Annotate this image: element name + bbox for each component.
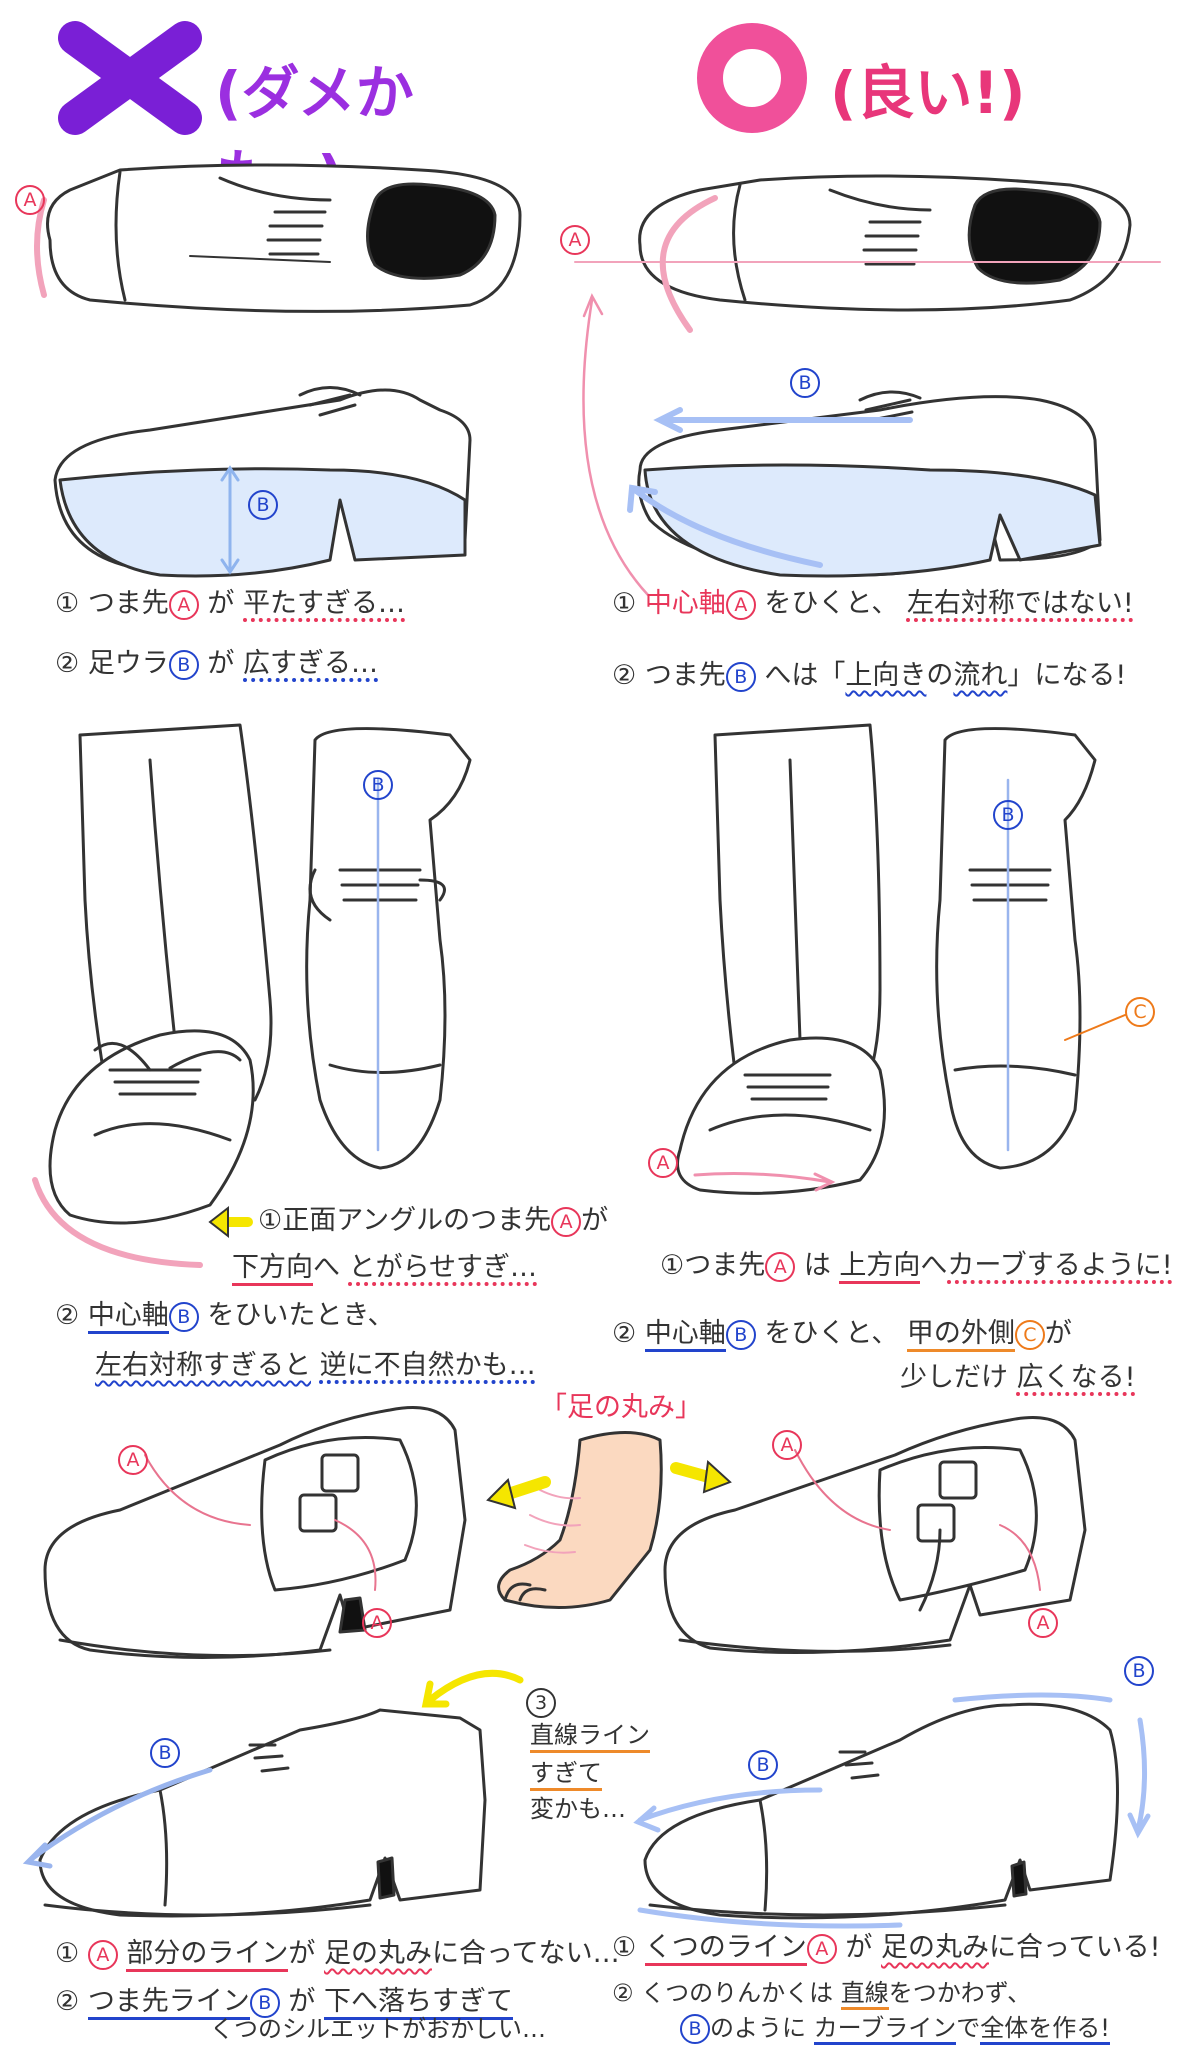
good-label-b-right: B xyxy=(1124,1656,1154,1686)
bad-shoe-sole-view xyxy=(53,386,472,578)
bad-section4-note3: くつのシルエットがおかしい… xyxy=(210,2015,546,2043)
inline-label-a: A xyxy=(551,1206,582,1237)
bad-section2-note3: 左右対称すぎると 逆に不自然かも… xyxy=(95,1350,536,1381)
good-front-view-shoe xyxy=(935,727,1097,1170)
good-label-a-front: A xyxy=(648,1148,678,1178)
bad-note3-line2: すぎて xyxy=(530,1759,602,1791)
inline-label-b: B xyxy=(168,649,199,680)
good-b-right-arrow xyxy=(1127,1717,1151,1839)
good-section4-note2: ② くつのりんかくは 直線をつかわず、 xyxy=(612,1979,1031,2010)
inline-label-a: A xyxy=(87,1939,118,1970)
good-section2-note3: 少しだけ 広くなる! xyxy=(900,1362,1136,1393)
good-front-angle-shoe xyxy=(676,723,886,1195)
good-monk-strap-shoe xyxy=(663,1416,1087,1654)
bad-note3-line1: 直線ライン xyxy=(530,1721,650,1753)
bad-oxford-side xyxy=(38,1708,487,1918)
inline-label-b: B xyxy=(680,2014,710,2044)
good-a-arrow-2 xyxy=(999,1524,1041,1591)
good-flow-arrow-top xyxy=(653,407,913,433)
bad-note3-line3: 変かも… xyxy=(530,1795,626,1823)
bad-front-angle-shoe xyxy=(48,723,273,1225)
section1-illustrations xyxy=(34,163,1161,597)
inline-label-a: A xyxy=(765,1251,796,1282)
bad-label-a-monk1: A xyxy=(118,1445,148,1475)
good-label-b-front: B xyxy=(993,800,1023,830)
bad-label-b-sole: B xyxy=(248,490,278,520)
inline-label-a: A xyxy=(725,589,756,620)
foot-roundness-label: 「足の丸み」 xyxy=(540,1392,702,1423)
left-pointer-head xyxy=(486,1478,517,1510)
good-shoe-top-view xyxy=(638,174,1132,312)
inline-label-a: A xyxy=(806,1933,837,1964)
good-header-label: (良い!) xyxy=(830,59,1026,127)
bad-shoe-top-view xyxy=(46,163,522,313)
good-flow-arrow-sole xyxy=(627,484,823,568)
bad-section2-note1b: 下方向へ とがらせすぎ… xyxy=(232,1252,537,1286)
good-b-bottom-arrow xyxy=(637,1907,903,1929)
section3-illustrations xyxy=(43,1406,1087,1659)
good-a-arrow-1 xyxy=(794,1449,891,1531)
inline-label-b: B xyxy=(249,1987,280,2018)
inline-label-b: B xyxy=(168,1301,199,1332)
good-toe-curve xyxy=(659,195,718,333)
good-connector-arrow xyxy=(582,293,650,597)
good-label-a-monk1: A xyxy=(772,1430,802,1460)
bad-a-arrow-1 xyxy=(144,1454,251,1526)
bad-toe-point-guide xyxy=(32,1177,203,1268)
bad-sole-width-arrow xyxy=(220,465,240,575)
good-outer-side-leader xyxy=(1064,1014,1126,1041)
good-b-top-arrow xyxy=(952,1692,1113,1703)
bad-b-drop-arrow xyxy=(22,1767,213,1869)
bad-label-b-side: B xyxy=(150,1738,180,1768)
good-label-a-top: A xyxy=(560,225,590,255)
section2-illustrations xyxy=(32,723,1126,1268)
bad-label-three: 3 xyxy=(526,1688,556,1718)
bad-a-arrow-2 xyxy=(334,1519,377,1591)
bad-front-view-shoe xyxy=(305,727,472,1170)
inline-label-b: B xyxy=(725,661,756,692)
good-label-c-front: C xyxy=(1125,997,1155,1027)
x-mark-icon xyxy=(58,21,202,135)
good-header: (良い!) xyxy=(690,18,1110,138)
right-pointer-head xyxy=(702,1459,732,1494)
foot-illustration xyxy=(497,1431,663,1609)
good-b-left-arrow xyxy=(633,1787,823,1833)
circle-mark-icon xyxy=(697,23,807,133)
foot-roundness-hatch xyxy=(524,1489,581,1554)
good-toe-up-guide xyxy=(693,1172,836,1192)
good-label-b-side: B xyxy=(790,368,820,398)
bad-pointer-arrowhead xyxy=(208,1205,229,1239)
bad-label-a-top: A xyxy=(15,185,45,215)
inline-label-a: A xyxy=(168,589,199,620)
bad-label-a-monk2: A xyxy=(362,1608,392,1638)
good-label-a-monk2: A xyxy=(1028,1608,1058,1638)
bad-section4-note1: ① A 部分のラインが 足の丸みに合ってない… xyxy=(55,1938,620,1972)
good-label-b-left: B xyxy=(748,1750,778,1780)
bad-monk-strap-shoe xyxy=(43,1406,467,1659)
inline-label-c: C xyxy=(1014,1319,1045,1350)
bad-top-curve-arrow xyxy=(421,1669,524,1708)
good-oxford-side xyxy=(643,1702,1119,1920)
inline-label-b: B xyxy=(725,1319,756,1350)
bad-label-b-front: B xyxy=(363,770,393,800)
